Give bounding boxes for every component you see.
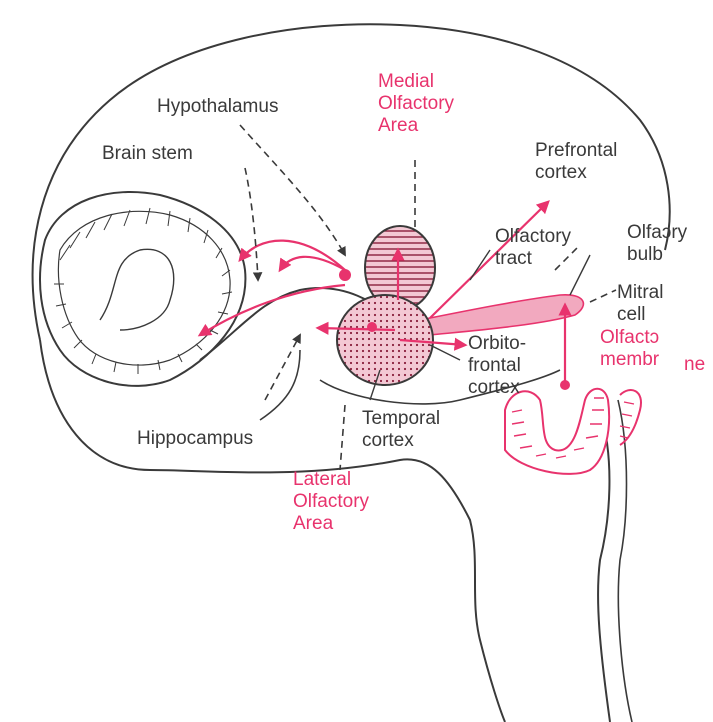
lateral-olfactory-area bbox=[337, 295, 433, 385]
mitral-node bbox=[560, 380, 570, 390]
hippocampus-outline bbox=[260, 350, 300, 420]
olfactory-tract bbox=[420, 295, 583, 335]
nasal-outline-inner bbox=[618, 400, 632, 722]
path-to-cerebellum-mid bbox=[280, 257, 345, 270]
olfactory-membrane bbox=[505, 389, 641, 474]
lateral-node bbox=[367, 322, 377, 332]
label-hypothalamus: Hypothalamus bbox=[157, 96, 278, 118]
label-hippocampus: Hippocampus bbox=[137, 428, 253, 450]
cerebellum bbox=[40, 192, 245, 386]
medial-node bbox=[339, 269, 351, 281]
label-ne-fragment: ne bbox=[684, 354, 705, 376]
face-profile-outline bbox=[40, 340, 505, 722]
label-brain-stem: Brain stem bbox=[102, 143, 193, 165]
